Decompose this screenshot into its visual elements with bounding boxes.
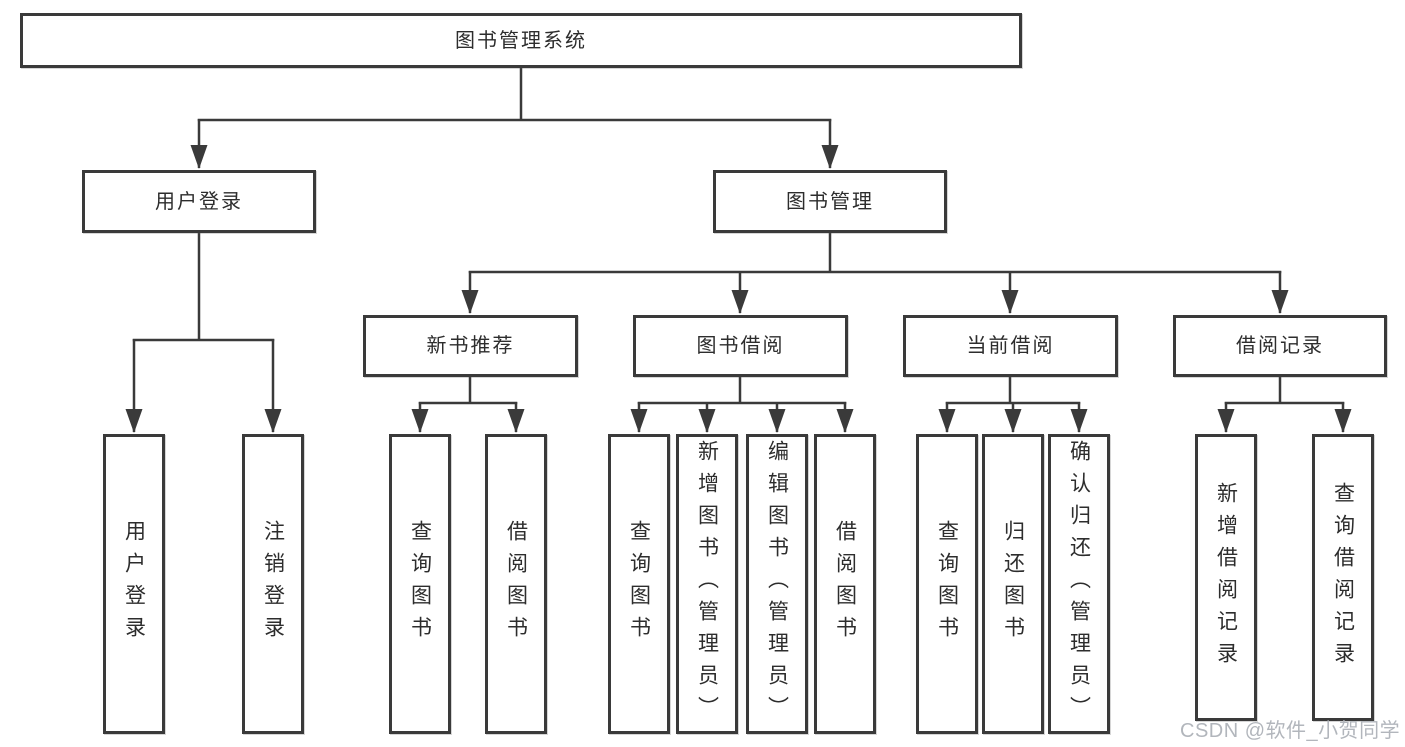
leaf-query-books-borrowing-label: 查询图书: [627, 520, 651, 648]
leaf-add-borrow-record: 新增借阅记录: [1195, 434, 1257, 721]
leaf-query-books-recommend: 查询图书: [389, 434, 451, 734]
leaf-logout-label: 注销登录: [261, 520, 285, 648]
node-borrowing-records-label: 借阅记录: [1236, 335, 1324, 357]
leaf-edit-books-admin: 编辑图书（管理员）: [746, 434, 808, 734]
node-current-borrowing-label: 当前借阅: [966, 335, 1055, 357]
leaf-add-books-admin-label: 新增图书（管理员）: [695, 440, 719, 728]
leaf-query-borrow-record: 查询借阅记录: [1312, 434, 1374, 721]
leaf-borrow-books-label: 借阅图书: [833, 520, 857, 648]
leaf-return-books-label: 归还图书: [1001, 520, 1025, 648]
leaf-confirm-return-admin: 确认归还（管理员）: [1048, 434, 1110, 734]
node-book-management-label: 图书管理: [786, 190, 874, 213]
leaf-borrow-books-recommend: 借阅图书: [485, 434, 547, 734]
node-new-book-recommend: 新书推荐: [363, 315, 578, 377]
node-borrowing-records: 借阅记录: [1173, 315, 1387, 377]
leaf-add-borrow-record-label: 新增借阅记录: [1214, 481, 1238, 674]
node-user-login-branch: 用户登录: [82, 170, 316, 233]
node-user-login-label: 用户登录: [155, 190, 243, 213]
leaf-user-login-label: 用户登录: [122, 520, 146, 648]
leaf-query-books-recommend-label: 查询图书: [408, 520, 432, 648]
node-root-label: 图书管理系统: [455, 29, 587, 52]
leaf-edit-books-admin-label: 编辑图书（管理员）: [765, 440, 789, 728]
leaf-confirm-return-admin-label: 确认归还（管理员）: [1067, 440, 1091, 728]
node-book-borrowing-label: 图书借阅: [696, 335, 785, 357]
leaf-query-books-current-label: 查询图书: [935, 520, 959, 648]
leaf-borrow-books-recommend-label: 借阅图书: [504, 520, 528, 648]
leaf-query-books-current: 查询图书: [916, 434, 978, 734]
leaf-return-books: 归还图书: [982, 434, 1044, 734]
leaf-add-books-admin: 新增图书（管理员）: [676, 434, 738, 734]
node-root-system: 图书管理系统: [20, 13, 1022, 68]
leaf-borrow-books: 借阅图书: [814, 434, 876, 734]
leaf-query-books-borrowing: 查询图书: [608, 434, 670, 734]
node-current-borrowing: 当前借阅: [903, 315, 1118, 377]
node-book-management-branch: 图书管理: [713, 170, 947, 233]
node-book-borrowing: 图书借阅: [633, 315, 848, 377]
csdn-watermark: CSDN @软件_小贺同学: [1180, 720, 1401, 742]
leaf-logout: 注销登录: [242, 434, 304, 734]
node-new-book-recommend-label: 新书推荐: [426, 335, 515, 357]
leaf-query-borrow-record-label: 查询借阅记录: [1331, 481, 1355, 674]
leaf-user-login: 用户登录: [103, 434, 165, 734]
